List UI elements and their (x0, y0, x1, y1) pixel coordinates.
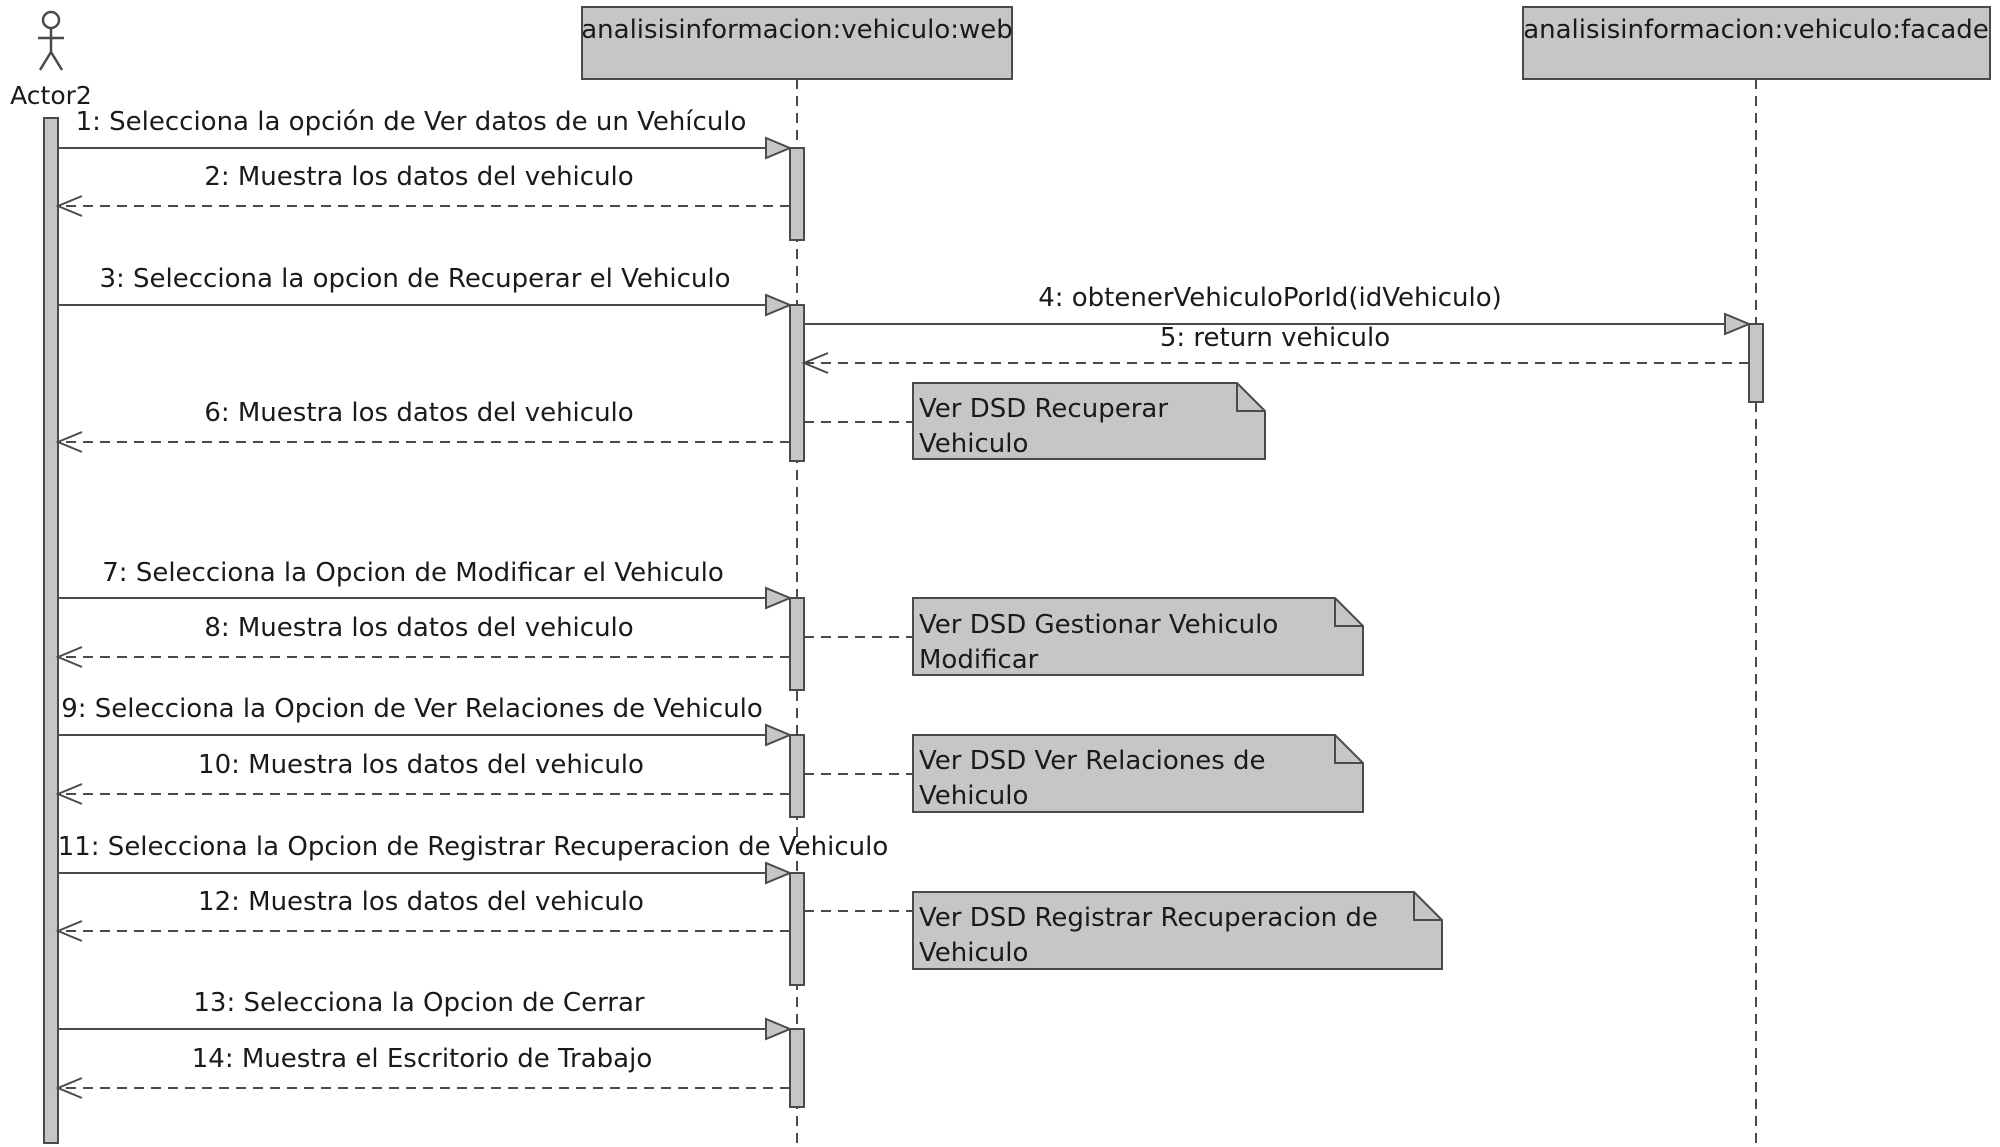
note-4-line-1: Ver DSD Registrar Recuperacion de (919, 903, 1378, 933)
note-1-line-2: Vehiculo (919, 429, 1028, 459)
note-2[interactable]: Ver DSD Gestionar Vehiculo Modificar (804, 597, 1364, 676)
message-7[interactable]: 7: Selecciona la Opcion de Modificar el … (58, 558, 793, 610)
message-14-label: 14: Muestra el Escritorio de Trabajo (192, 1044, 653, 1074)
activation-bars (43, 117, 1764, 1144)
activation-web-3 (789, 597, 805, 691)
message-2[interactable]: 2: Muestra los datos del vehiculo (55, 162, 790, 217)
message-1-label: 1: Selecciona la opción de Ver datos de … (76, 107, 747, 137)
message-5-label: 5: return vehiculo (1160, 323, 1390, 353)
note-2-line-2: Modificar (919, 645, 1039, 675)
message-1[interactable]: 1: Selecciona la opción de Ver datos de … (58, 107, 793, 160)
activation-web-4 (789, 734, 805, 818)
message-6-label: 6: Muestra los datos del vehiculo (204, 398, 633, 428)
message-8[interactable]: 8: Muestra los datos del vehiculo (55, 613, 790, 668)
message-14[interactable]: 14: Muestra el Escritorio de Trabajo (55, 1044, 790, 1099)
note-2-box (912, 597, 1364, 676)
note-4-line-2: Vehiculo (919, 938, 1028, 968)
activation-actor (43, 117, 59, 1144)
message-11[interactable]: 11: Selecciona la Opcion de Registrar Re… (58, 832, 889, 885)
note-1-box (912, 382, 1266, 460)
message-4-label: 4: obtenerVehiculoPorId(idVehiculo) (1038, 283, 1502, 313)
stick-figure-icon (38, 10, 64, 71)
message-9[interactable]: 9: Selecciona la Opcion de Ver Relacione… (58, 694, 793, 747)
activation-web-6 (789, 1028, 805, 1108)
message-11-label: 11: Selecciona la Opcion de Registrar Re… (58, 832, 889, 862)
message-10[interactable]: 10: Muestra los datos del vehiculo (55, 750, 790, 805)
message-2-label: 2: Muestra los datos del vehiculo (204, 162, 633, 192)
lifeline-facade-head (1522, 6, 1991, 80)
activation-web-1 (789, 147, 805, 241)
note-1-line-1: Ver DSD Recuperar (919, 394, 1168, 424)
message-7-label: 7: Selecciona la Opcion de Modificar el … (102, 558, 724, 588)
message-4[interactable]: 4: obtenerVehiculoPorId(idVehiculo) (804, 283, 1752, 336)
message-13[interactable]: 13: Selecciona la Opcion de Cerrar (58, 988, 793, 1041)
message-3-label: 3: Selecciona la opcion de Recuperar el … (99, 264, 730, 294)
lifeline-web-head (581, 6, 1013, 80)
message-12[interactable]: 12: Muestra los datos del vehiculo (55, 887, 790, 942)
message-9-label: 9: Selecciona la Opcion de Ver Relacione… (61, 694, 763, 724)
note-3[interactable]: Ver DSD Ver Relaciones de Vehiculo (804, 734, 1364, 813)
message-3[interactable]: 3: Selecciona la opcion de Recuperar el … (58, 264, 793, 317)
note-3-line-1: Ver DSD Ver Relaciones de (919, 746, 1266, 776)
activation-facade-1 (1748, 323, 1764, 403)
activation-web-2 (789, 304, 805, 462)
lifeline-facade[interactable]: analisisinformacion:vehiculo:facade (1522, 6, 1991, 1147)
note-4[interactable]: Ver DSD Registrar Recuperacion de Vehicu… (804, 891, 1443, 970)
lifeline-web-label: analisisinformacion:vehiculo:web (581, 15, 1013, 45)
message-10-label: 10: Muestra los datos del vehiculo (198, 750, 644, 780)
actor-name: Actor2 (10, 81, 92, 110)
actor[interactable]: Actor2 (10, 10, 92, 110)
message-13-label: 13: Selecciona la Opcion de Cerrar (193, 988, 645, 1018)
message-6[interactable]: 6: Muestra los datos del vehiculo (55, 398, 790, 453)
lifeline-facade-label: analisisinformacion:vehiculo:facade (1523, 15, 1989, 45)
message-5[interactable]: 5: return vehiculo (801, 323, 1749, 374)
notes: Ver DSD Recuperar Vehiculo Ver DSD Gesti… (804, 382, 1443, 970)
note-2-line-1: Ver DSD Gestionar Vehiculo (919, 610, 1278, 640)
note-4-box (912, 891, 1443, 970)
note-3-box (912, 734, 1364, 813)
message-12-label: 12: Muestra los datos del vehiculo (198, 887, 644, 917)
message-8-label: 8: Muestra los datos del vehiculo (204, 613, 633, 643)
activation-web-5 (789, 872, 805, 986)
note-1[interactable]: Ver DSD Recuperar Vehiculo (804, 382, 1266, 460)
messages: 1: Selecciona la opción de Ver datos de … (55, 107, 1752, 1099)
note-3-line-2: Vehiculo (919, 781, 1028, 811)
